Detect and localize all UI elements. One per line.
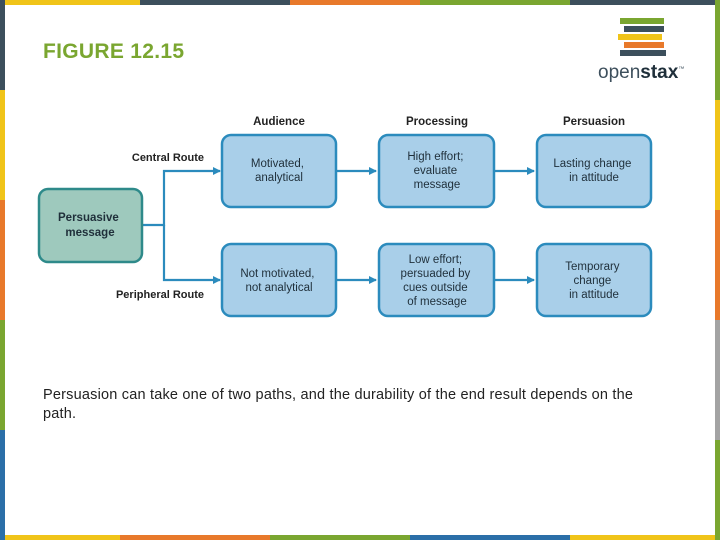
- peripheral-processing-line-1: Low effort;: [409, 254, 463, 266]
- central-route-label: Central Route: [132, 152, 204, 164]
- start-box: Persuasive message: [37, 187, 144, 264]
- peripheral-persuasion-box: Temporary change in attitude: [535, 242, 653, 318]
- peripheral-persuasion-line-3: in attitude: [569, 289, 619, 301]
- bottom-edge-stripe: [0, 535, 720, 540]
- column-header-persuasion: Persuasion: [563, 116, 625, 128]
- peripheral-route-label: Peripheral Route: [116, 289, 204, 301]
- right-edge-stripe: [715, 0, 720, 540]
- book-stack-icon: [618, 18, 666, 56]
- openstax-wordmark: openstax™: [598, 62, 685, 83]
- top-edge-stripe: [0, 0, 720, 5]
- central-persuasion-line-2: in attitude: [569, 172, 619, 184]
- central-persuasion-box: Lasting change in attitude: [535, 133, 653, 209]
- central-audience-line-1: Motivated,: [251, 158, 304, 170]
- column-header-audience: Audience: [253, 116, 305, 128]
- central-processing-line-3: message: [414, 179, 461, 191]
- peripheral-persuasion-line-1: Temporary: [565, 261, 620, 273]
- peripheral-audience-line-2: not analytical: [245, 282, 312, 294]
- svg-text:Motivated, analytical: Motivated, analytical: [251, 158, 307, 184]
- split-connector-lower: [162, 225, 221, 284]
- central-processing-line-2: evaluate: [414, 165, 457, 177]
- svg-text:Temporary change i: Temporary change in attitude: [565, 261, 623, 301]
- split-connector: [142, 167, 221, 227]
- peripheral-processing-line-2: persuaded by: [401, 268, 471, 280]
- central-audience-line-2: analytical: [255, 172, 303, 184]
- peripheral-audience-line-1: Not motivated,: [240, 268, 314, 280]
- svg-text:Not motivated, not analy: Not motivated, not analytical: [240, 268, 317, 294]
- central-persuasion-line-1: Lasting change: [553, 158, 631, 170]
- peripheral-persuasion-line-2: change: [574, 275, 612, 287]
- figure-caption: Persuasion can take one of two paths, an…: [43, 387, 634, 422]
- svg-text:Lasting change in attitu: Lasting change in attitude: [553, 158, 634, 184]
- central-processing-line-1: High effort;: [407, 151, 463, 163]
- start-box-line-2: message: [65, 227, 114, 239]
- peripheral-processing-line-3: cues outside: [403, 282, 468, 294]
- openstax-logo: openstax™: [596, 16, 706, 86]
- column-header-processing: Processing: [406, 116, 468, 128]
- figure-title: FIGURE 12.15: [43, 40, 185, 63]
- start-box-line-1: Persuasive: [58, 212, 119, 224]
- peripheral-audience-box: Not motivated, not analytical: [220, 242, 338, 318]
- left-edge-stripe: [0, 0, 5, 540]
- svg-text:Persuasive message: Persuasive message: [58, 212, 122, 239]
- peripheral-processing-box: Low effort; persuaded by cues outside of…: [377, 242, 496, 318]
- central-processing-box: High effort; evaluate message: [377, 133, 496, 209]
- svg-text:Low effort; persuaded by: Low effort; persuaded by cues outside of…: [401, 254, 474, 308]
- peripheral-processing-line-4: of message: [407, 296, 466, 308]
- central-audience-box: Motivated, analytical: [220, 133, 338, 209]
- svg-text:High effort; evaluate: High effort; evaluate message: [407, 151, 466, 191]
